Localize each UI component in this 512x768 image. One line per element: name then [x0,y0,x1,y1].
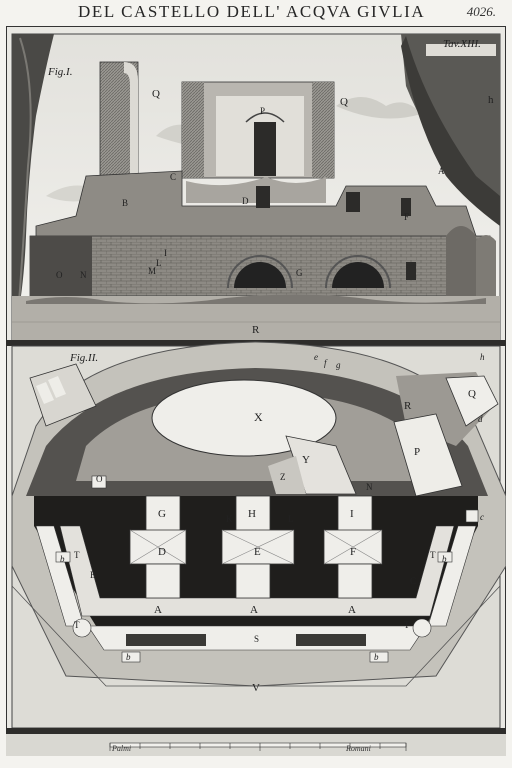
fig2-label-b2: b [442,554,447,564]
fig2-label-h-pier: H [248,508,256,520]
fig1-label-g: G [296,268,303,278]
tav-number: Tav.XIII. [443,38,481,50]
engraving-plate: Tav.XIII. Fig.I. Q Q h C P A B D F I L M… [6,26,506,756]
fig1-label-q: Q [152,88,160,100]
scale-bar [109,742,407,751]
page-header: DEL CASTELLO DELL' ACQVA GIVLIA 4026. [0,0,512,24]
fig2-label-b4: b [374,652,379,662]
fig2-label-y: Y [302,454,310,466]
fig2-label-z: Z [280,472,286,482]
fig2-label-t3: T [74,620,80,630]
fig2-label-x: X [254,410,263,424]
fig1-label-f: F [404,212,410,222]
fig1-label-h: h [488,94,494,106]
fig2-title: Fig.II. [70,352,99,364]
fig2-label-v: V [252,682,260,694]
fig2-label-b1: b [60,554,65,564]
plate-title: DEL CASTELLO DELL' ACQVA GIVLIA [78,2,426,21]
fig2-label-a2: A [250,604,258,616]
scale-right-label: Romani [346,744,371,753]
fig2-label-f-pier: F [350,546,357,558]
fig2-label-a3: A [348,604,356,616]
fig1-label-a: A [438,166,445,176]
fig1-label-b: B [122,198,129,208]
fig2-label-g: g [336,360,341,370]
fig2-label-k: K [226,514,233,524]
fig2-label-q: Q [468,388,476,400]
figure-1-elevation [11,33,501,341]
engraving-drawing [6,26,506,756]
fig2-label-c-small: c [480,512,484,522]
fig2-label-b: B [90,570,97,580]
fig2-label-i-pier: I [350,508,354,520]
fig2-label-a1: A [154,604,162,616]
fig1-label-m: M [148,266,157,276]
fig1-label-o: O [56,270,63,280]
scale-caption: Palmi Romani [106,741,406,759]
fig1-label-n: N [80,270,87,280]
fig1-label-l: L [156,258,162,268]
fig2-label-e-pier: E [254,546,261,558]
fig2-label-l: L [288,514,294,524]
fig1-label-d: D [242,196,249,206]
fig2-label-n: N [366,482,373,492]
fig2-label-c: C [410,576,417,586]
fig2-label-b3: b [126,652,131,662]
fig2-label-g-pier: G [158,508,166,520]
fig2-label-d-pier: D [158,546,166,558]
figure-2-plan [11,341,506,729]
fig1-label-c: C [170,172,177,182]
fig1-label-i: I [164,248,167,258]
fig2-label-s: S [254,634,260,644]
fig2-label-t4: T [404,620,410,630]
fig1-label-p: P [260,106,266,116]
fig2-label-t2: T [430,550,436,560]
fig2-label-d: d [478,414,483,424]
fig1-title: Fig.I. [48,66,73,78]
fig2-label-f: f [324,358,327,368]
page-number: 4026. [466,4,496,19]
fig2-label-h: h [480,352,485,362]
fig2-label-r: R [404,400,412,412]
fig2-label-p: P [414,446,421,458]
fig2-label-o: O [96,474,103,484]
fig2-label-e: e [314,352,318,362]
fig2-label-t1: T [74,550,80,560]
fig1-label-r: R [252,324,260,336]
fig1-label-q2: Q [340,96,348,108]
scale-left-label: Palmi [112,744,132,753]
